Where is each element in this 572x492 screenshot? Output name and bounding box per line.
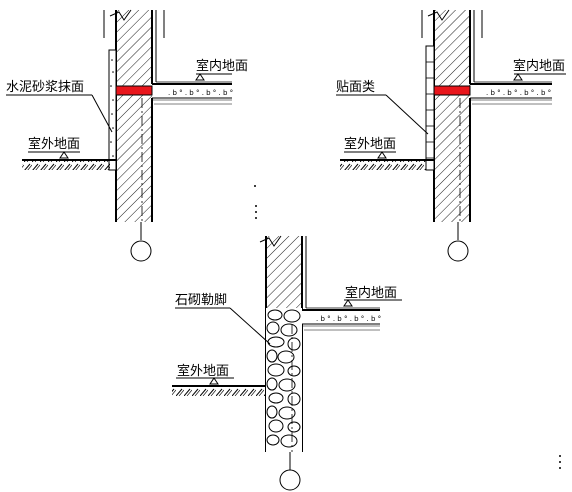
tile-joints (426, 61, 434, 159)
indoor-floor-slab: . b ° . b ° . b ° . b ° (302, 307, 381, 331)
damp-proof-course (433, 85, 471, 96)
plinth-label: 石砌勒脚 (175, 292, 227, 308)
indoor-floor-slab: . b ° . b ° . b ° . b ° (152, 81, 233, 105)
plinth-label: 水泥砂浆抹面 (6, 80, 84, 95)
break-mark-top (109, 9, 132, 21)
break-mark-top (427, 9, 450, 21)
plinth-label: 贴面类 (336, 80, 375, 95)
indoor-floor-label: 室内地面 (196, 58, 248, 74)
svg-text:. b ° . b ° . b ° . b °: . b ° . b ° . b ° . b ° (168, 89, 233, 97)
break-mark-top (259, 235, 282, 247)
outdoor-ground-label: 室外地面 (344, 136, 396, 152)
indoor-floor-slab: . b ° . b ° . b ° . b ° (470, 81, 552, 105)
svg-text:. b ° . b ° . b ° . b °: . b ° . b ° . b ° . b ° (486, 89, 551, 97)
indoor-level-marker (513, 73, 523, 81)
plinth-leader (385, 94, 429, 135)
detail-stone-plinth: . b ° . b ° . b ° . b ° 室内地面 室外地面 石砌勒脚 (172, 235, 402, 491)
outdoor-ground-label: 室外地面 (28, 136, 80, 152)
brick-wall (434, 10, 470, 222)
outdoor-earth-hatch (340, 160, 426, 170)
outdoor-earth-hatch (22, 160, 110, 170)
outdoor-earth-hatch (172, 386, 266, 396)
axis-bubble (279, 469, 301, 491)
axis-bubble (447, 240, 469, 262)
mortar-stipple (110, 59, 114, 157)
outdoor-level-marker (59, 151, 69, 159)
tile-facing (425, 45, 435, 171)
indoor-floor-label: 室内地面 (345, 285, 397, 301)
outdoor-level-marker (377, 151, 387, 159)
axis-bubble (130, 240, 152, 262)
outdoor-ground-label: 室外地面 (177, 363, 229, 379)
stones (266, 309, 301, 448)
indoor-level-marker (343, 299, 353, 307)
brick-wall (116, 10, 152, 222)
outdoor-level-marker (209, 377, 219, 385)
indoor-level-marker (195, 73, 205, 81)
brick-wall (266, 236, 302, 308)
indoor-floor-label: 室内地面 (513, 58, 565, 74)
plinth-leader (229, 307, 271, 345)
svg-text:. b ° . b ° . b ° . b °: . b ° . b ° . b ° . b ° (316, 315, 381, 323)
detail-cement-mortar-plinth: . b ° . b ° . b ° . b ° 室内地面 室外地面 水泥砂浆抹面 (6, 9, 248, 262)
plinth-leader (91, 94, 113, 133)
mortar-render-coat (108, 49, 117, 171)
damp-proof-course (115, 85, 153, 96)
continuation-dots (254, 185, 561, 469)
detail-tile-plinth: . b ° . b ° . b ° . b ° 室内地面 室外地面 贴面类 (336, 9, 566, 262)
